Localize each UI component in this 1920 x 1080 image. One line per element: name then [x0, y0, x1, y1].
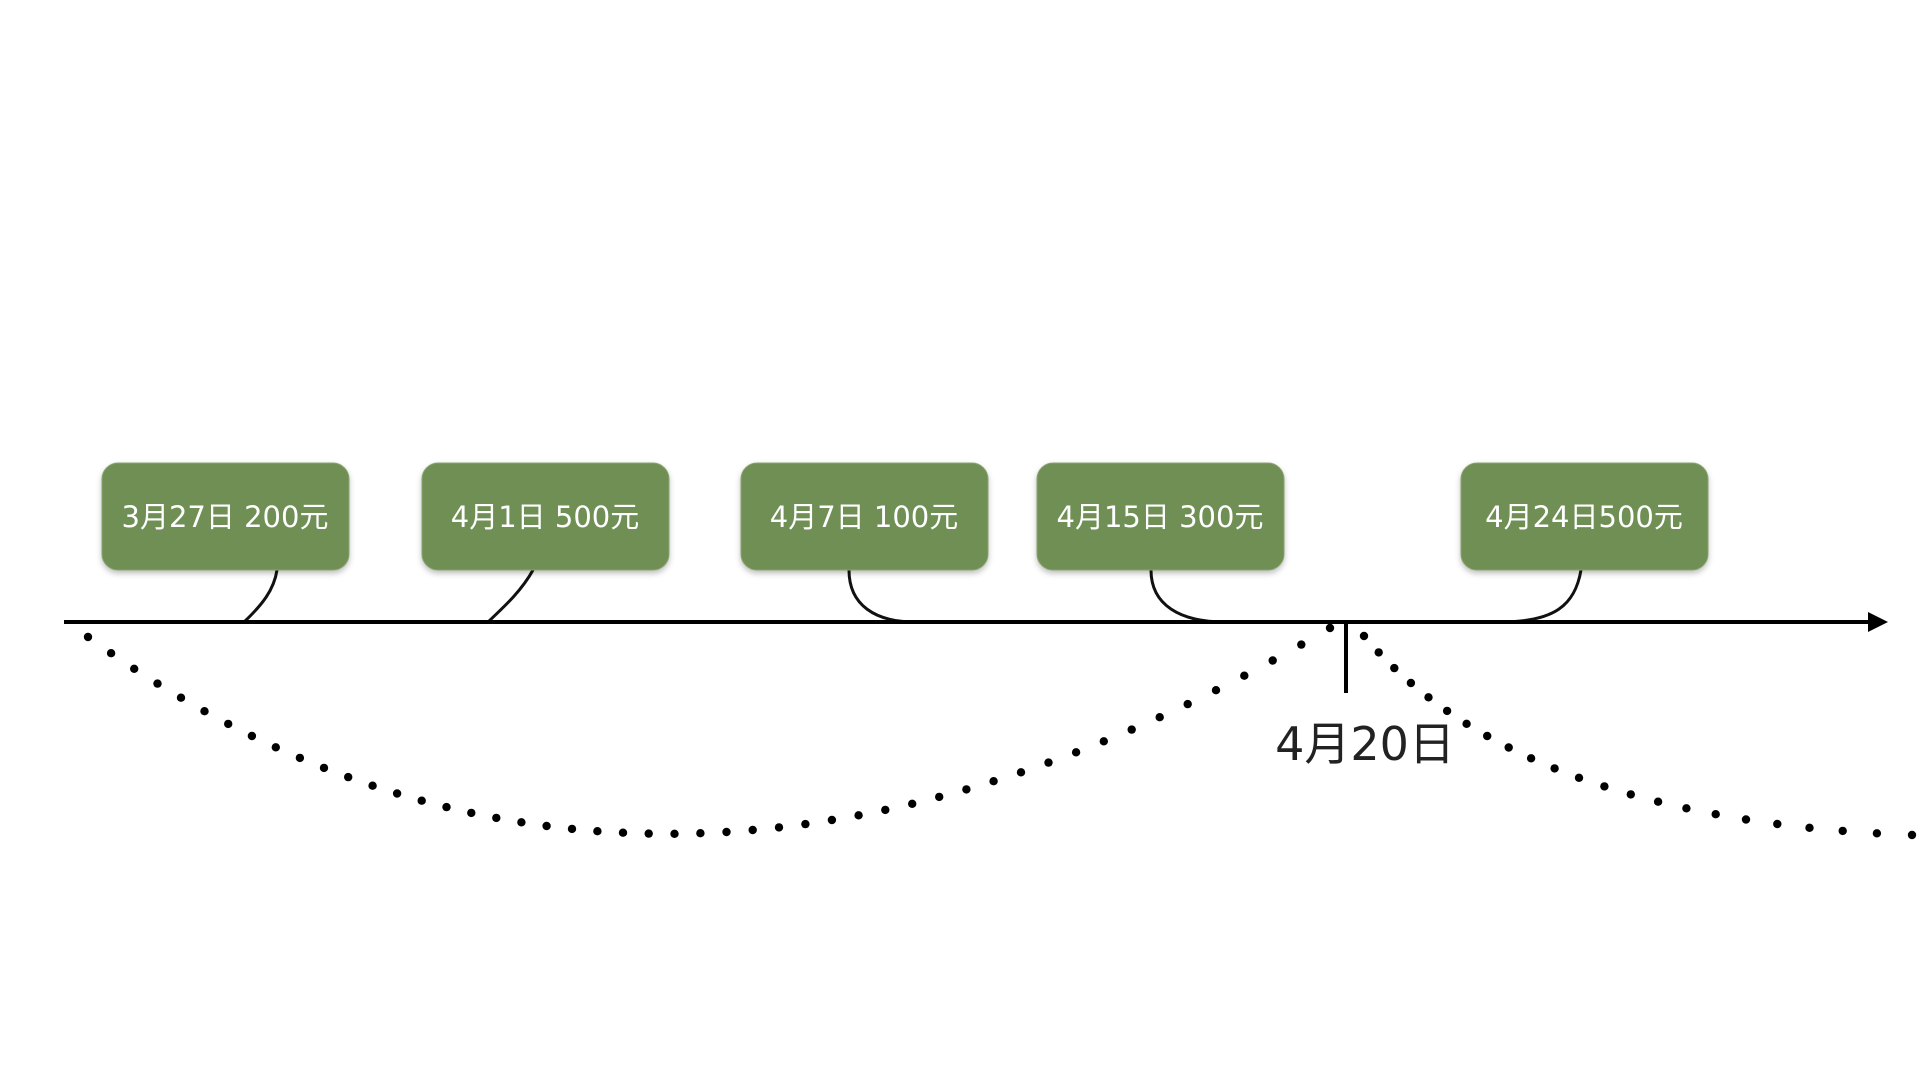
- event-bubble: 4月1日 500元: [421, 462, 670, 571]
- arc-dot: [1805, 823, 1814, 832]
- arc-dot: [442, 802, 451, 812]
- arc-dot: [1016, 768, 1026, 777]
- arc-dot: [106, 649, 116, 658]
- arc-dot: [1526, 754, 1536, 763]
- arc-dot: [618, 828, 628, 837]
- arc-dot: [881, 805, 890, 815]
- arc-dot: [722, 827, 731, 837]
- arc-dot: [295, 753, 305, 763]
- event-label: 4月24日500元: [1485, 500, 1683, 534]
- arc-dot: [801, 819, 810, 829]
- arc-dot: [1483, 731, 1492, 741]
- arc-dot: [1773, 819, 1782, 829]
- arc-dot: [670, 829, 679, 838]
- arc-dot: [1574, 773, 1584, 782]
- event-connector: [1499, 569, 1583, 624]
- event-connector: [486, 569, 535, 624]
- event-label: 3月27日 200元: [122, 500, 329, 534]
- arc-dot: [1711, 810, 1720, 819]
- arc-dot: [1872, 829, 1882, 838]
- arc-dot: [224, 719, 233, 729]
- dotted-arc-group: [83, 623, 1917, 840]
- axis-arrowhead: [1868, 612, 1888, 632]
- arc-dot: [774, 823, 784, 832]
- arc-dot: [1741, 815, 1751, 824]
- event-label: 4月1日 500元: [451, 500, 639, 534]
- arc-dot: [1504, 743, 1513, 752]
- arc-dot: [1442, 706, 1452, 716]
- arc-dot: [83, 632, 93, 642]
- arc-dot: [1325, 623, 1335, 633]
- arc-dot: [271, 743, 280, 752]
- arc-dot: [1462, 719, 1471, 728]
- arc-dot: [176, 693, 186, 702]
- arc-dot: [542, 821, 551, 831]
- event-bubble: 4月24日500元: [1460, 462, 1709, 571]
- arc-dot: [1424, 693, 1433, 702]
- arc-dot: [247, 731, 257, 741]
- arc-dot: [854, 811, 863, 820]
- arc-dot: [1155, 713, 1164, 722]
- arc-dot: [1297, 640, 1306, 649]
- arc-dot: [644, 829, 653, 838]
- arc-dot: [567, 824, 577, 834]
- arc-dot: [962, 785, 971, 794]
- arc-dot: [467, 808, 476, 818]
- marker-label: 4月20日: [1275, 717, 1455, 771]
- arc-dot: [1183, 699, 1192, 709]
- arc-dot: [593, 827, 602, 836]
- arc-dot: [1071, 748, 1081, 757]
- event-connector: [847, 569, 916, 624]
- arc-dot: [1626, 790, 1636, 799]
- arc-dot: [748, 825, 757, 835]
- event-connector: [242, 569, 279, 624]
- arc-dot: [1600, 782, 1609, 791]
- arc-dot: [1099, 737, 1109, 746]
- arc-dot: [200, 707, 209, 716]
- arc-dot: [319, 763, 329, 773]
- arc-dot: [153, 679, 162, 688]
- arc-dot: [1044, 758, 1053, 767]
- arc-dot: [368, 781, 377, 790]
- arc-dot: [935, 792, 944, 802]
- arc-dot: [1268, 656, 1277, 665]
- arc-dot: [1682, 804, 1691, 813]
- arc-dot: [989, 777, 998, 786]
- arc-dot: [392, 789, 402, 798]
- arc-dot: [1653, 797, 1663, 806]
- arc-dot: [1374, 648, 1383, 657]
- event-bubble: 3月27日 200元: [101, 462, 350, 571]
- arc-dot: [1240, 671, 1249, 680]
- event-connector: [1149, 569, 1226, 624]
- arc-dot: [1406, 678, 1416, 688]
- arc-dot: [492, 813, 501, 823]
- arc-dot: [696, 829, 705, 838]
- arc-dot: [517, 818, 526, 827]
- arc-dot: [417, 796, 426, 805]
- arc-dot: [130, 664, 139, 673]
- event-bubble: 4月15日 300元: [1036, 462, 1285, 571]
- event-label: 4月7日 100元: [770, 500, 958, 534]
- arc-dot: [1550, 764, 1559, 773]
- arc-dot: [1127, 725, 1136, 734]
- arc-dot: [1211, 686, 1221, 695]
- arc-dot: [827, 815, 837, 825]
- arc-dot: [1390, 663, 1399, 673]
- arc-dot: [1907, 830, 1917, 840]
- event-label: 4月15日 300元: [1057, 500, 1264, 534]
- arc-dot: [908, 799, 917, 808]
- event-bubble: 4月7日 100元: [740, 462, 989, 571]
- arc-dot: [344, 772, 353, 782]
- arc-dot: [1359, 631, 1369, 641]
- arc-dot: [1838, 826, 1847, 836]
